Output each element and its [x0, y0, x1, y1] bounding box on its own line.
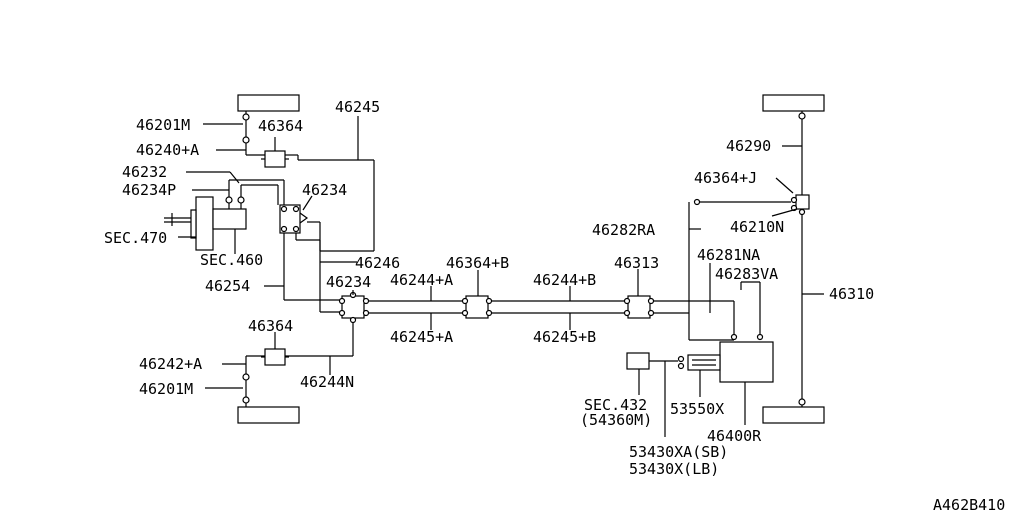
connector-46364-top: [264, 150, 286, 168]
connector-46364-J: [795, 194, 810, 210]
label-46242A: 46242+A: [139, 355, 202, 373]
label-46364-bottom: 46364: [248, 317, 293, 335]
valve-46234-upper: [279, 204, 301, 234]
label-53550X: 53550X: [670, 400, 724, 418]
sec432-block: [626, 352, 650, 370]
label-46245A: 46245+A: [390, 328, 453, 346]
label-sec470: SEC.470: [104, 229, 167, 247]
label-46313: 46313: [614, 254, 659, 272]
label-46234-top: 46234: [302, 181, 347, 199]
valve-46234-mid: [341, 295, 365, 319]
label-46254: 46254: [205, 277, 250, 295]
label-46210N: 46210N: [730, 218, 784, 236]
label-46310: 46310: [829, 285, 874, 303]
label-46290: 46290: [726, 137, 771, 155]
label-54360M: (54360M): [580, 411, 652, 429]
label-46364-top: 46364: [258, 117, 303, 135]
label-46283VA: 46283VA: [715, 265, 778, 283]
label-46201M-bottom: 46201M: [139, 380, 193, 398]
label-46240A: 46240+A: [136, 141, 199, 159]
label-46364J: 46364+J: [694, 169, 757, 187]
label-46244A: 46244+A: [390, 271, 453, 289]
connector-46313: [627, 295, 651, 319]
label-46201M-top: 46201M: [136, 116, 190, 134]
label-46232: 46232: [122, 163, 167, 181]
label-46281NA: 46281NA: [697, 246, 760, 264]
front-left-brake-block: [237, 94, 300, 112]
abs-hydraulic-unit-46400R: [719, 341, 774, 383]
label-46234P: 46234P: [122, 181, 176, 199]
label-46245: 46245: [335, 98, 380, 116]
connector-46364-B: [465, 295, 489, 319]
master-cylinder: [164, 179, 285, 251]
connector-46364-bottom: [264, 348, 286, 366]
front-right-brake-block: [762, 94, 825, 112]
label-sec460: SEC.460: [200, 251, 263, 269]
rear-right-brake-block: [762, 406, 825, 424]
label-46364B: 46364+B: [446, 254, 509, 272]
diagram-code: A462B410: [933, 496, 1005, 512]
label-53430XA: 53430XA(SB): [629, 443, 728, 461]
label-46234-mid: 46234: [326, 273, 371, 291]
label-46244B: 46244+B: [533, 271, 596, 289]
label-46245B: 46245+B: [533, 328, 596, 346]
label-sec432: SEC.432: [584, 396, 647, 414]
label-53430X: 53430X(LB): [629, 460, 719, 478]
label-46282RA: 46282RA: [592, 221, 655, 239]
rear-left-brake-block: [237, 406, 300, 424]
label-46246: 46246: [355, 254, 400, 272]
label-46400R: 46400R: [707, 427, 762, 445]
abs-harness-connector: [687, 354, 721, 371]
front-left-hose: [242, 111, 374, 161]
label-46244N: 46244N: [300, 373, 354, 391]
